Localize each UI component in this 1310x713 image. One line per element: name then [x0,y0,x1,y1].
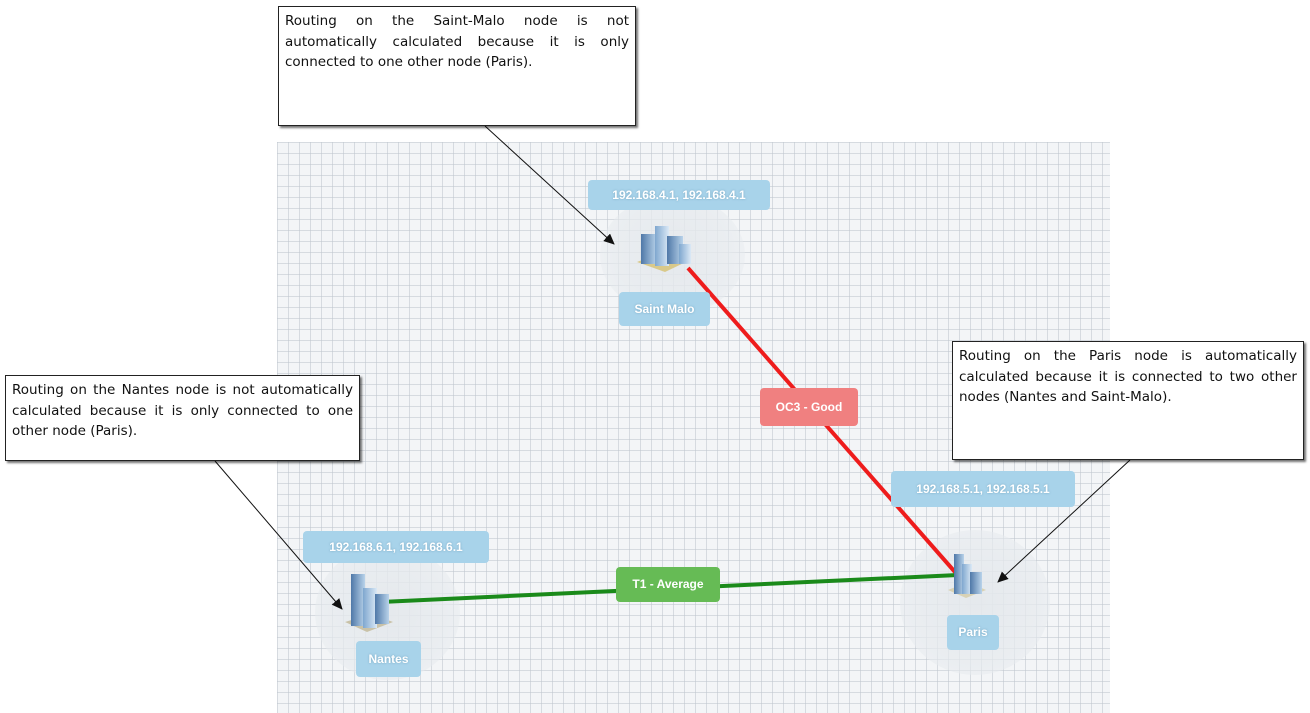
paris-node-halo [900,530,1050,675]
paris-routing-callout: Routing on the Paris node is automatical… [952,341,1304,460]
nantes-callout-pointer [214,460,343,610]
office-buildings-icon[interactable] [637,226,691,272]
saint-malo-node-label[interactable]: Saint Malo [619,292,710,326]
office-buildings-icon[interactable] [345,574,393,632]
office-buildings-icon[interactable] [948,554,986,598]
saint-malo-callout-pointer [484,125,615,245]
saint-malo-ip-tag: 192.168.4.1, 192.168.4.1 [588,180,770,210]
nantes-routing-callout: Routing on the Nantes node is not automa… [5,375,360,461]
nantes-ip-tag: 192.168.6.1, 192.168.6.1 [303,531,489,563]
saint-malo-routing-callout: Routing on the Saint-Malo node is not au… [278,6,636,126]
paris-callout-pointer [997,459,1131,583]
nantes-node-label[interactable]: Nantes [356,641,421,677]
paris-ip-tag: 192.168.5.1, 192.168.5.1 [891,471,1075,507]
link-saint-malo-paris-label[interactable]: OC3 - Good [760,388,858,426]
paris-node-label[interactable]: Paris [947,615,999,650]
link-nantes-paris-label[interactable]: T1 - Average [616,567,720,602]
